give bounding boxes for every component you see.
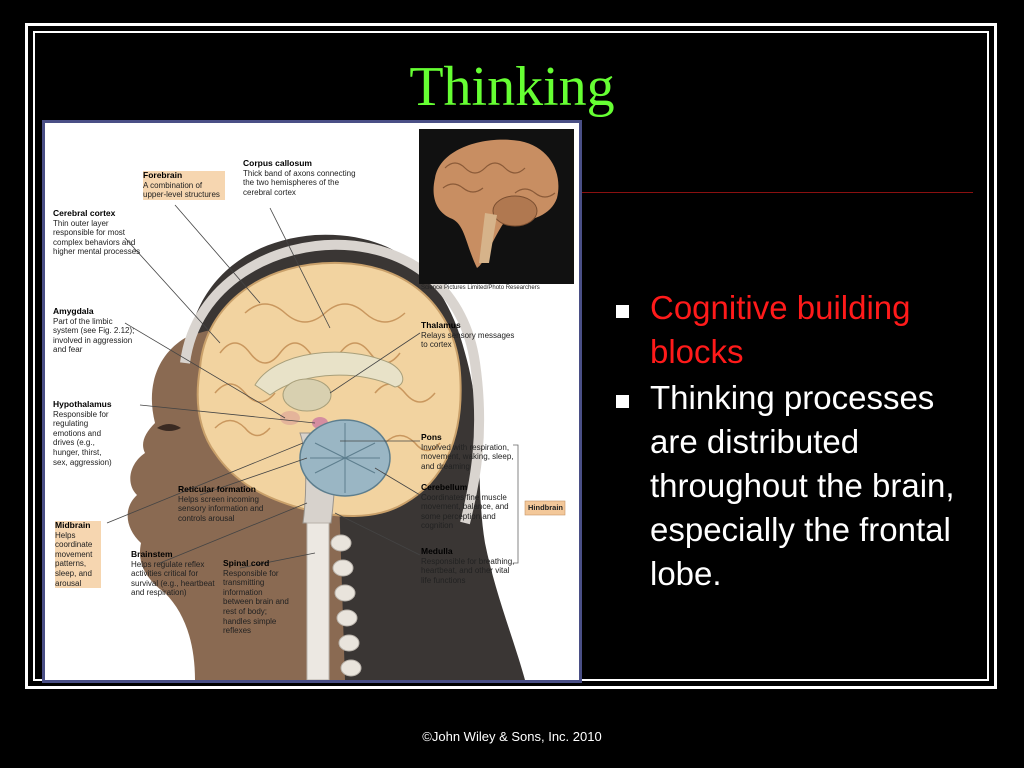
label-brainstem: Brainstem Helps regulate reflex activiti…: [131, 549, 215, 598]
brain-illustration: [106, 129, 574, 680]
bullet-square-icon: [616, 395, 629, 408]
label-hypothalamus: Hypothalamus Responsible for regulating …: [53, 399, 112, 467]
label-midbrain: Midbrain Helps coordinate movement patte…: [55, 520, 101, 589]
bullet-item: Thinking processes are distributed throu…: [612, 376, 972, 596]
title-divider: [575, 192, 973, 193]
label-cerebral-cortex: Cerebral cortex Thin outer layer respons…: [53, 208, 141, 257]
photo-credit: Science Pictures Limited/Photo Researche…: [421, 285, 540, 291]
label-spinal-cord: Spinal cord Responsible for transmitting…: [223, 558, 289, 636]
label-amygdala: Amygdala Part of the limbic system (see …: [53, 306, 135, 355]
slide-title: Thinking: [409, 56, 615, 118]
slide-outer-border: [25, 23, 997, 689]
label-cerebellum: Cerebellum Coordinates fine muscle movem…: [421, 482, 509, 531]
label-thalamus: Thalamus Relays sensory messages to cort…: [421, 320, 515, 350]
bullet-text: Cognitive building blocks: [650, 289, 911, 370]
bullet-list: Cognitive building blocks Thinking proce…: [612, 286, 972, 598]
label-corpus-callosum: Corpus callosum Thick band of axons conn…: [243, 158, 356, 197]
label-forebrain: Forebrain A combination of upper-level s…: [143, 170, 225, 200]
brain-anatomy-figure: Science Pictures Limited/Photo Researche…: [42, 120, 582, 683]
label-pons: Pons Involved with respiration, movement…: [421, 432, 514, 471]
hindbrain-label: Hindbrain: [528, 503, 563, 512]
bullet-text: Thinking processes are distributed throu…: [650, 379, 955, 592]
copyright-footer: ©John Wiley & Sons, Inc. 2010: [422, 729, 602, 744]
label-reticular-formation: Reticular formation Helps screen incomin…: [178, 484, 264, 523]
bullet-item: Cognitive building blocks: [612, 286, 972, 374]
bullet-square-icon: [616, 305, 629, 318]
label-medulla: Medulla Responsible for breathing, heart…: [421, 546, 515, 585]
